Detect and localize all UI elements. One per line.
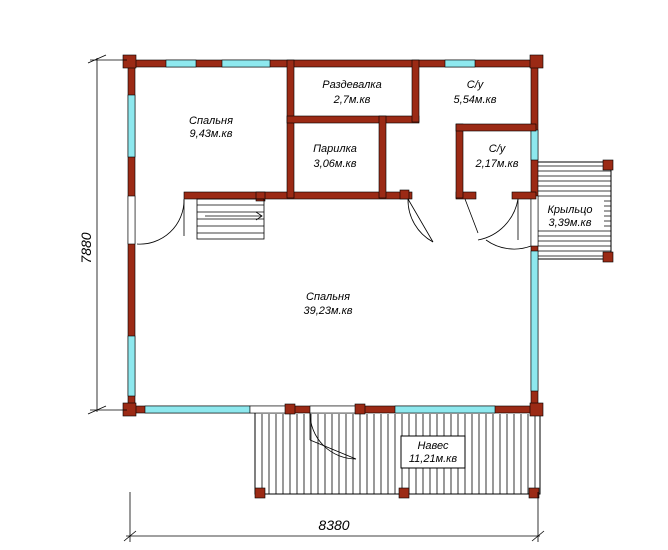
porch-label-box (538, 200, 604, 230)
room-bathroom-top-name: С/у (467, 79, 485, 91)
window-left-2 (127, 335, 136, 397)
deck-posts (254, 159, 614, 499)
room-bedroom-main-area: 39,23м.кв (303, 305, 352, 317)
room-bedroom-small-name: Спальня (189, 115, 233, 127)
room-bathroom-small-area: 2,17м.кв (475, 158, 519, 170)
dimension-width-label: 8380 (318, 517, 349, 533)
window-top-1 (165, 59, 197, 68)
window-top-2 (221, 59, 271, 68)
window-right-2 (530, 250, 539, 392)
dimension-height (87, 54, 127, 415)
room-porch-name: Крыльцо (547, 204, 592, 216)
room-canopy-name: Навес (417, 440, 449, 452)
internal-walls (183, 59, 537, 415)
room-dressing-area: 2,7м.кв (333, 94, 371, 106)
room-bedroom-small-area: 9,43м.кв (190, 128, 233, 140)
canopy-label-box (400, 435, 466, 469)
room-steam-area: 3,06м.кв (314, 158, 357, 170)
room-porch-area: 3,39м.кв (549, 217, 592, 229)
window-bottom-2 (394, 405, 496, 414)
canopy-deck (254, 409, 541, 495)
window-top-3 (444, 59, 476, 68)
windows (127, 59, 539, 414)
room-canopy-area: 11,21м.кв (409, 453, 458, 465)
room-bathroom-small-name: С/у (489, 143, 507, 155)
window-right-1 (530, 129, 539, 161)
room-dressing-name: Раздевалка (322, 79, 381, 91)
window-bottom-1 (144, 405, 251, 414)
dimension-width (123, 492, 545, 542)
room-bedroom-main-name: Спальня (306, 291, 350, 303)
window-left-1 (127, 94, 136, 158)
room-bathroom-top-area: 5,54м.кв (454, 94, 497, 106)
room-steam-name: Парилка (313, 143, 357, 155)
outer-walls (122, 54, 544, 417)
porch-deck (536, 161, 612, 260)
dimension-height-label: 7880 (78, 232, 94, 263)
door-swings (136, 198, 532, 460)
stairs (196, 198, 265, 240)
